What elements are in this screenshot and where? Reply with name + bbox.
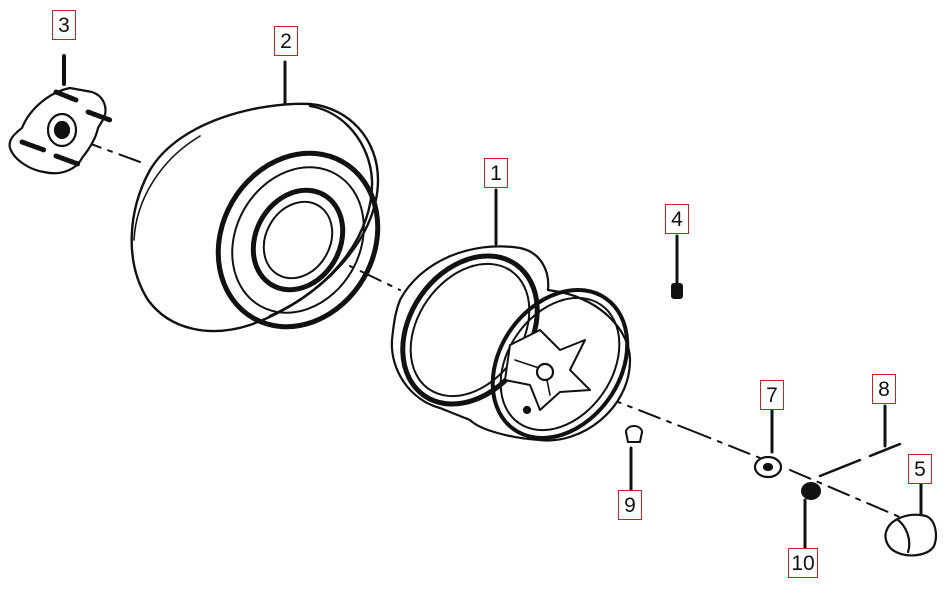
hub-cap-part bbox=[884, 482, 937, 557]
callout-2: 2 bbox=[274, 26, 298, 56]
callout-7: 7 bbox=[760, 380, 784, 410]
valve-part bbox=[625, 425, 643, 492]
callout-1: 1 bbox=[484, 158, 508, 188]
bolt-part bbox=[671, 234, 683, 299]
tire-part bbox=[130, 60, 381, 333]
callout-10: 10 bbox=[788, 548, 818, 578]
nut-part bbox=[801, 482, 821, 552]
callout-3: 3 bbox=[52, 10, 76, 40]
cotter-pin-part bbox=[818, 404, 902, 478]
callout-9: 9 bbox=[618, 490, 642, 520]
callout-4: 4 bbox=[665, 204, 689, 234]
callout-5: 5 bbox=[908, 454, 932, 484]
callout-8: 8 bbox=[872, 374, 896, 404]
hub-part bbox=[8, 54, 113, 175]
washer-part bbox=[753, 408, 783, 479]
rim-part bbox=[390, 188, 632, 442]
